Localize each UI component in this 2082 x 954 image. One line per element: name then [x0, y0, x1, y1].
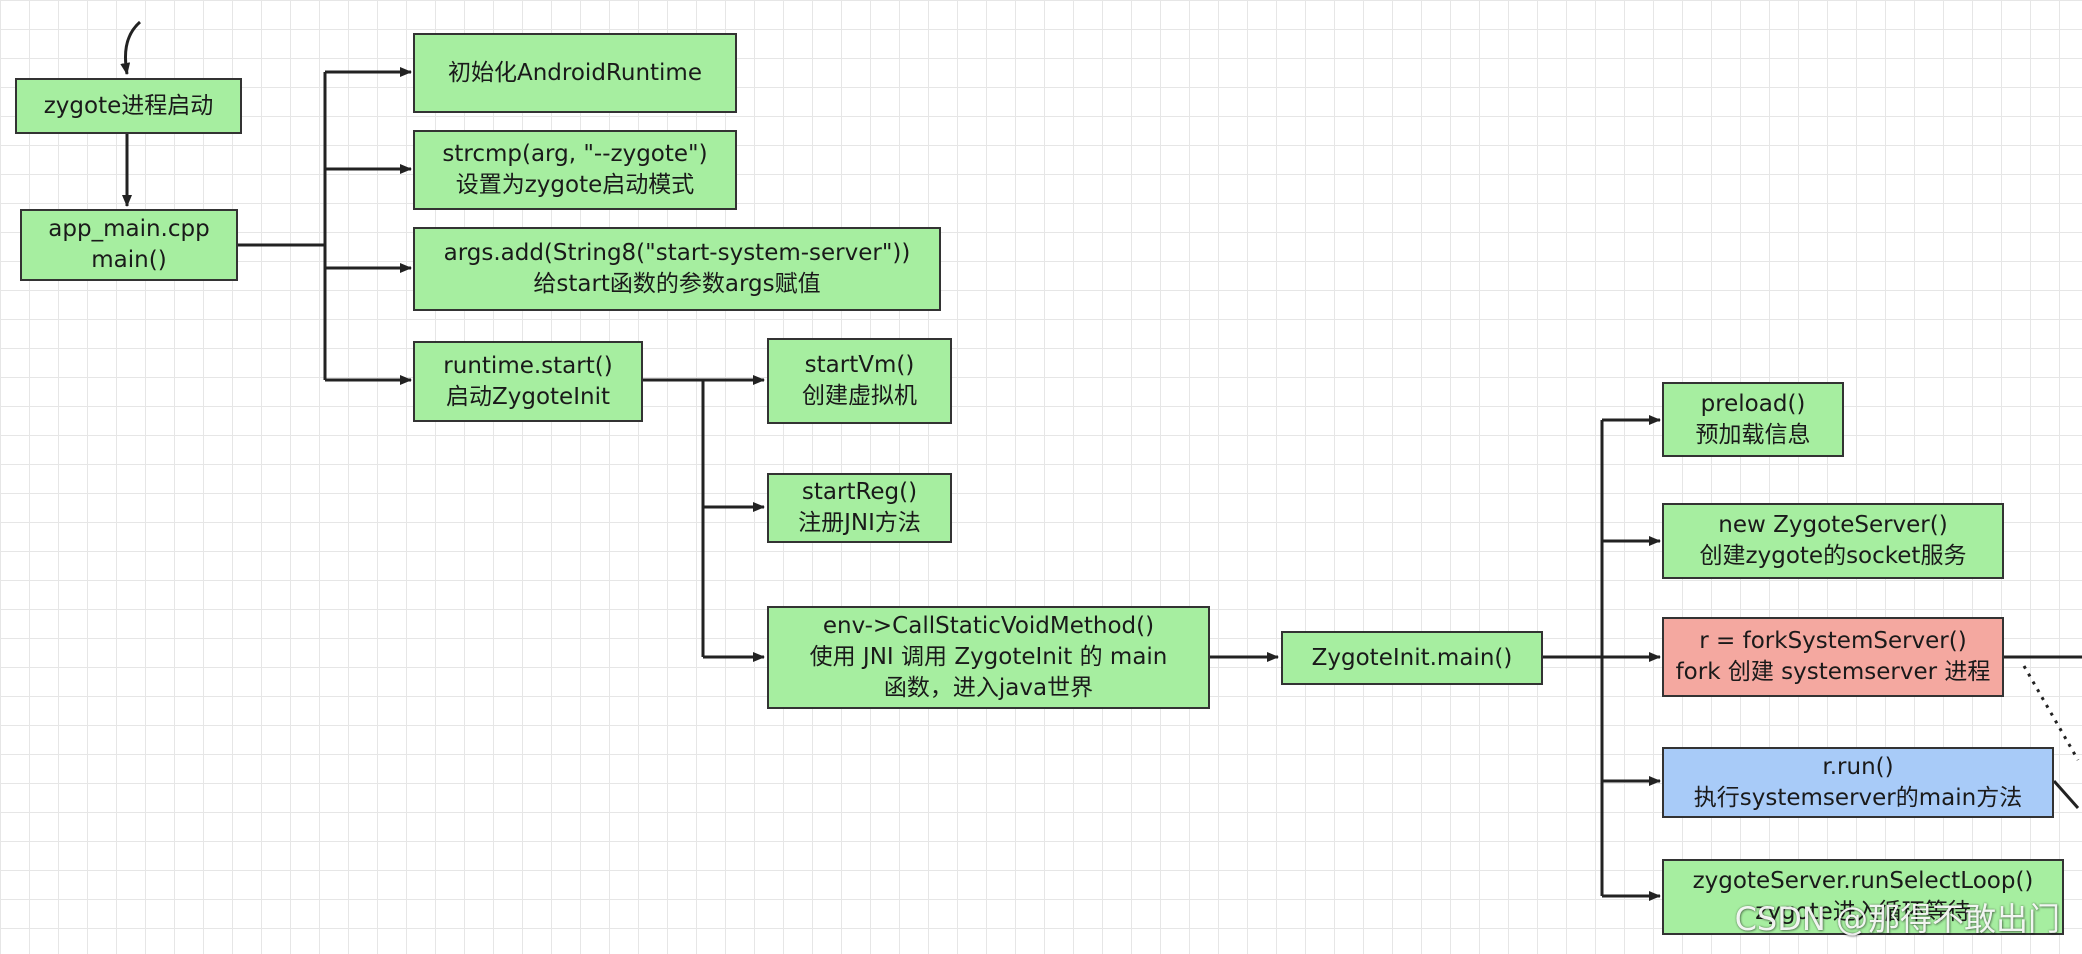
node-strcmp-line-1: strcmp(arg, "--zygote"): [442, 141, 708, 167]
node-args-add[interactable]: args.add(String8("start-system-server"))…: [413, 227, 941, 311]
node-select-loop-line-1: zygoteServer.runSelectLoop(): [1692, 868, 2034, 894]
csdn-watermark: CSDN @那得不敢出门: [1734, 900, 2060, 938]
node-start-reg[interactable]: startReg() 注册JNI方法: [767, 473, 952, 543]
node-call-static-void-method[interactable]: env->CallStaticVoidMethod() 使用 JNI 调用 Zy…: [767, 606, 1210, 709]
node-r-run-line-1: r.run(): [1822, 753, 1894, 780]
node-app-main[interactable]: app_main.cpp main(): [20, 209, 238, 281]
node-start-vm-line-1: startVm(): [804, 352, 915, 378]
node-start-vm[interactable]: startVm() 创建虚拟机: [767, 338, 952, 424]
node-args-add-line-1: args.add(String8("start-system-server")): [443, 240, 911, 266]
node-fork-line-1: r = forkSystemServer(): [1699, 628, 1967, 654]
node-call-static-line-3: 函数，进入java世界: [883, 675, 1094, 701]
node-runtime-start-line-2: 启动ZygoteInit: [446, 383, 610, 410]
node-new-server-line-2: 创建zygote的socket服务: [1699, 543, 1967, 569]
node-runtime-start[interactable]: runtime.start() 启动ZygoteInit: [413, 341, 643, 422]
node-r-run-line-2: 执行systemserver的main方法: [1693, 784, 2023, 811]
node-start-reg-line-2: 注册JNI方法: [798, 510, 921, 536]
node-start-vm-line-2: 创建虚拟机: [802, 383, 917, 409]
node-zygoteinit-main-line-1: ZygoteInit.main(): [1311, 644, 1513, 671]
node-zygote-start-line-1: zygote进程启动: [43, 92, 214, 119]
node-zygote-start[interactable]: zygote进程启动: [15, 78, 242, 134]
node-app-main-line-1: app_main.cpp: [48, 216, 210, 242]
node-call-static-line-2: 使用 JNI 调用 ZygoteInit 的 main: [809, 644, 1168, 670]
node-zygoteinit-main[interactable]: ZygoteInit.main(): [1281, 631, 1543, 685]
node-fork-system-server[interactable]: r = forkSystemServer() fork 创建 systemser…: [1662, 617, 2004, 697]
node-init-runtime-line-1: 初始化AndroidRuntime: [448, 59, 702, 86]
node-preload-line-2: 预加载信息: [1695, 421, 1811, 448]
node-preload-line-1: preload(): [1700, 390, 1806, 417]
node-strcmp[interactable]: strcmp(arg, "--zygote") 设置为zygote启动模式: [413, 130, 737, 210]
edge-dotted-offscreen: [2022, 665, 2080, 761]
node-runtime-start-line-1: runtime.start(): [443, 352, 613, 379]
node-preload[interactable]: preload() 预加载信息: [1662, 382, 1844, 457]
node-strcmp-line-2: 设置为zygote启动模式: [455, 172, 695, 198]
edge-run-offscreen: [2052, 780, 2080, 809]
node-r-run[interactable]: r.run() 执行systemserver的main方法: [1662, 747, 2054, 818]
node-init-runtime[interactable]: 初始化AndroidRuntime: [413, 33, 737, 113]
node-start-reg-line-1: startReg(): [801, 479, 918, 505]
node-app-main-line-2: main(): [91, 247, 167, 273]
node-fork-line-2: fork 创建 systemserver 进程: [1675, 659, 1991, 685]
node-select-loop-line-2: zygote进入循环等待: [1755, 899, 1971, 925]
node-call-static-line-1: env->CallStaticVoidMethod(): [822, 613, 1155, 639]
arrow-incoming: [120, 20, 142, 75]
node-select-loop[interactable]: zygoteServer.runSelectLoop() zygote进入循环等…: [1662, 859, 2064, 935]
node-args-add-line-2: 给start函数的参数args赋值: [533, 271, 821, 297]
node-new-server-line-1: new ZygoteServer(): [1718, 512, 1948, 538]
node-new-zygote-server[interactable]: new ZygoteServer() 创建zygote的socket服务: [1662, 503, 2004, 579]
